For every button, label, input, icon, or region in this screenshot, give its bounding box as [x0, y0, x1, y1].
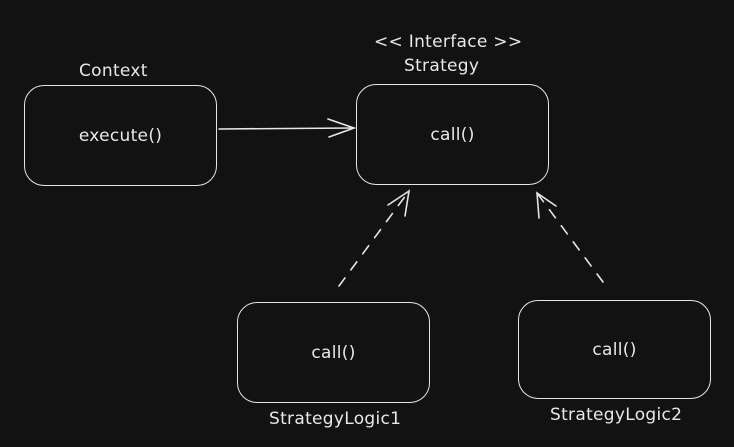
strategy-method: call() — [430, 124, 475, 145]
strategy-logic2-method: call() — [592, 339, 637, 360]
realization-arrow-logic2 — [536, 191, 604, 283]
strategy-logic1-box: call() — [237, 302, 430, 403]
realization-arrow-logic1 — [338, 189, 411, 287]
strategy-logic2-box: call() — [518, 300, 711, 399]
strategy-stereotype: << Interface >> — [374, 32, 523, 52]
strategy-interface-name: Strategy — [404, 56, 480, 76]
strategy-logic2-name: StrategyLogic2 — [550, 405, 683, 425]
context-class-box: execute() — [24, 85, 217, 186]
strategy-interface-box: call() — [356, 84, 549, 185]
strategy-logic1-name: StrategyLogic1 — [269, 409, 402, 429]
context-class-name: Context — [79, 61, 148, 81]
strategy-logic1-method: call() — [311, 342, 356, 363]
association-arrow — [218, 118, 357, 138]
context-method: execute() — [78, 125, 163, 146]
